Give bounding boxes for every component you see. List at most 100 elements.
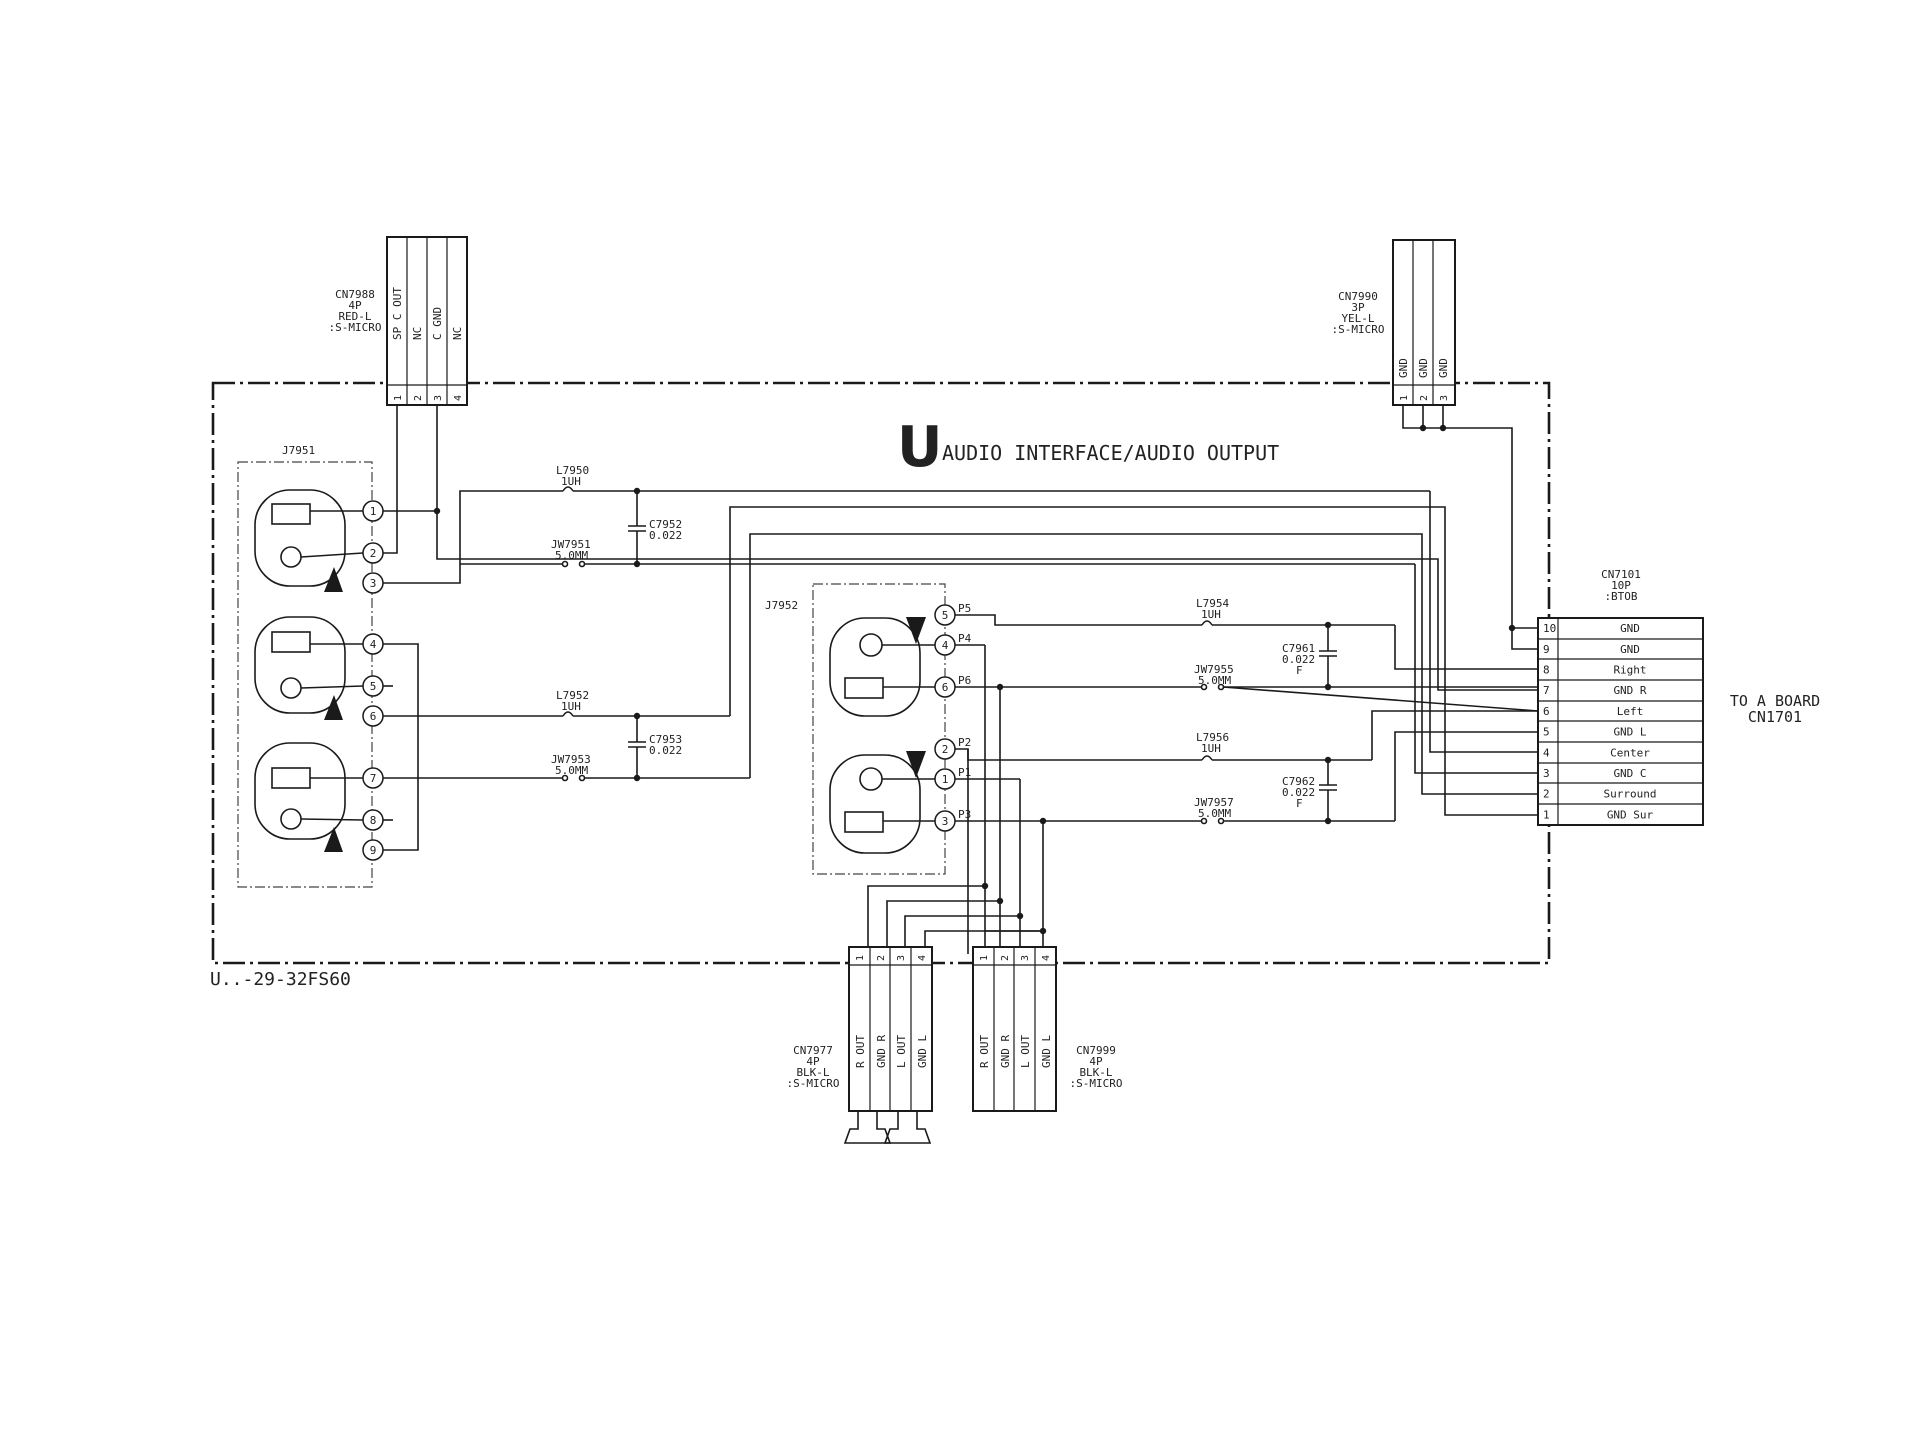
cn7977-signal-2: GND R xyxy=(875,1035,888,1068)
l7956-ref: L7956 xyxy=(1196,731,1229,744)
j7952-label-p5: P5 xyxy=(958,602,971,615)
connector-cn7988: SP C OUT NC C GND NC 1 2 3 4 CN7988 4P R… xyxy=(329,236,468,406)
cn7988-pin-1: 1 xyxy=(393,395,404,401)
cn7988-pin-4: 4 xyxy=(453,395,464,401)
cn7990-signal-3: GND xyxy=(1437,358,1450,378)
cn7977-color: BLK-L xyxy=(796,1066,829,1079)
cn7101-pin-1: 1 xyxy=(1543,808,1550,821)
l7952-value: 1UH xyxy=(561,700,581,713)
cn7101-pin-5: 5 xyxy=(1543,726,1550,739)
cn7988-pin-3: 3 xyxy=(433,395,444,401)
cn7999-pins: 4P xyxy=(1089,1055,1103,1068)
cn7999-color: BLK-L xyxy=(1079,1066,1112,1079)
jw7957-value: 5.0MM xyxy=(1198,807,1231,820)
c7953-ref: C7953 xyxy=(649,733,682,746)
c7961-tol: F xyxy=(1296,664,1303,677)
cn7999-pin-3: 3 xyxy=(1020,955,1031,961)
connector-cn7999: 1 2 3 4 R OUT GND R L OUT GND L CN7999 4… xyxy=(972,946,1122,1112)
c7961-value: 0.022 xyxy=(1282,653,1315,666)
c7952-value: 0.022 xyxy=(649,529,682,542)
j7951-pin-8: 8 xyxy=(370,814,377,827)
destination-line-2: CN1701 xyxy=(1748,708,1802,726)
cn7977-pin-3: 3 xyxy=(896,955,907,961)
cn7988-ref: CN7988 xyxy=(335,288,375,301)
j7952-label-p4: P4 xyxy=(958,632,972,645)
cn7101-pin-2: 2 xyxy=(1543,788,1550,801)
cn7988-signal-1: SP C OUT xyxy=(391,287,404,340)
l7956-value: 1UH xyxy=(1201,742,1221,755)
j7952-pin-2: 2 xyxy=(942,743,949,756)
cn7101-signal-1: GND Sur xyxy=(1607,808,1654,821)
cn7988-signal-2: NC xyxy=(411,327,424,340)
cn7988-color: RED-L xyxy=(338,310,371,323)
j7951-pin-1: 1 xyxy=(370,505,377,518)
cn7101-pin-9: 9 xyxy=(1543,643,1550,656)
j7952-pin-4: 4 xyxy=(942,639,949,652)
j7951-pin-9: 9 xyxy=(370,844,377,857)
cn7990-type: :S-MICRO xyxy=(1332,323,1385,336)
j7952-pin-5: 5 xyxy=(942,609,949,622)
board-label: U..-29-32FS60 xyxy=(210,969,351,990)
c7962-ref: C7962 xyxy=(1282,775,1315,788)
j7952-label-p6: P6 xyxy=(958,674,971,687)
cn7101-signal-3: GND C xyxy=(1613,767,1646,780)
c7952-ref: C7952 xyxy=(649,518,682,531)
cn7990-pin-3: 3 xyxy=(1439,395,1450,401)
l7954-ref: L7954 xyxy=(1196,597,1229,610)
j7952-label-p2: P2 xyxy=(958,736,971,749)
j7952-pin-6: 6 xyxy=(942,681,949,694)
j7951-pin-6: 6 xyxy=(370,710,377,723)
cn7101-pin-10: 10 xyxy=(1543,622,1556,635)
cn7999-signal-3: L OUT xyxy=(1019,1035,1032,1068)
cn7977-pin-2: 2 xyxy=(876,955,887,961)
connector-cn7990: GND GND GND 1 2 3 CN7990 3P YEL-L :S-MIC… xyxy=(1332,239,1456,406)
cn7101-pin-8: 8 xyxy=(1543,663,1550,676)
l7954-value: 1UH xyxy=(1201,608,1221,621)
j7952-label-p1: P1 xyxy=(958,766,971,779)
cn7988-type: :S-MICRO xyxy=(329,321,382,334)
cn7101-signal-4: Center xyxy=(1610,746,1650,759)
j7951-pin-5: 5 xyxy=(370,680,377,693)
cn7999-ref: CN7999 xyxy=(1076,1044,1116,1057)
j7952-pin-1: 1 xyxy=(942,773,949,786)
j7952-label-p3: P3 xyxy=(958,808,971,821)
cn7101-signal-5: GND L xyxy=(1613,726,1646,739)
j7951-ref: J7951 xyxy=(282,444,315,457)
cn7101-ref: CN7101 xyxy=(1601,568,1641,581)
cn7101-signal-7: GND R xyxy=(1613,684,1646,697)
cn7101-pin-7: 7 xyxy=(1543,684,1550,697)
jw7953-value: 5.0MM xyxy=(555,764,588,777)
destination-line-1: TO A BOARD xyxy=(1730,692,1820,710)
cn7977-ref: CN7977 xyxy=(793,1044,833,1057)
cn7101-signal-8: Right xyxy=(1613,663,1646,676)
j7951-pin-4: 4 xyxy=(370,638,377,651)
board-outline xyxy=(211,381,1551,965)
cn7999-pin-2: 2 xyxy=(1000,955,1011,961)
cn7101-signal-10: GND xyxy=(1620,622,1640,635)
cn7977-type: :S-MICRO xyxy=(787,1077,840,1090)
cn7101-pin-6: 6 xyxy=(1543,705,1550,718)
cn7977-pin-1: 1 xyxy=(855,955,866,961)
cn7977-signal-1: R OUT xyxy=(854,1035,867,1068)
cn7977-signal-3: L OUT xyxy=(895,1035,908,1068)
l7950-ref: L7950 xyxy=(556,464,589,477)
title-text: AUDIO INTERFACE/AUDIO OUTPUT xyxy=(942,441,1279,465)
cn7988-signal-4: NC xyxy=(451,327,464,340)
cn7999-signal-1: R OUT xyxy=(978,1035,991,1068)
cn7101-signal-2: Surround xyxy=(1604,788,1657,801)
cn7101-pins: 10P xyxy=(1611,579,1631,592)
j7952-pin-3: 3 xyxy=(942,815,949,828)
cn7990-pin-1: 1 xyxy=(1399,395,1410,401)
cn7988-signal-3: C GND xyxy=(431,307,444,340)
c7962-tol: F xyxy=(1296,797,1303,810)
cn7990-signal-2: GND xyxy=(1417,358,1430,378)
cn7101-signal-9: GND xyxy=(1620,643,1640,656)
connector-cn7977: 1 2 3 4 R OUT GND R L OUT GND L CN7977 4… xyxy=(787,946,933,1144)
jw7955-value: 5.0MM xyxy=(1198,674,1231,687)
cn7990-color: YEL-L xyxy=(1341,312,1374,325)
cn7101-pin-4: 4 xyxy=(1543,746,1550,759)
l7950-value: 1UH xyxy=(561,475,581,488)
cn7999-pin-4: 4 xyxy=(1041,955,1052,961)
jw7951-ref: JW7951 xyxy=(551,538,591,551)
c7953-value: 0.022 xyxy=(649,744,682,757)
